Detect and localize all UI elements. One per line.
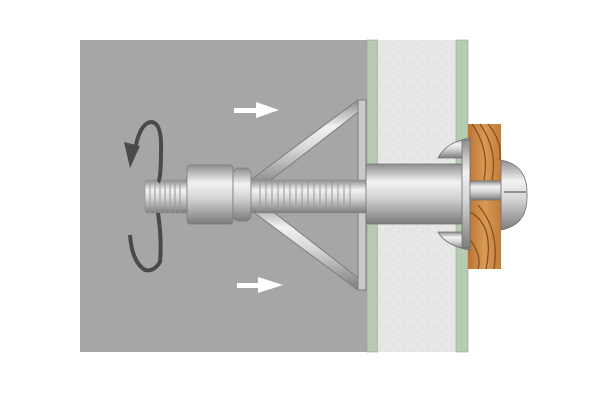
anchor-sleeve xyxy=(365,163,471,225)
rotation-arrow-icon xyxy=(124,119,164,273)
screw xyxy=(469,159,528,231)
anchor-collar xyxy=(437,137,471,251)
direction-arrow-icon xyxy=(234,102,279,118)
cone-nut xyxy=(186,164,252,225)
threaded-rod xyxy=(144,179,371,214)
direction-arrow-icon xyxy=(237,277,283,293)
